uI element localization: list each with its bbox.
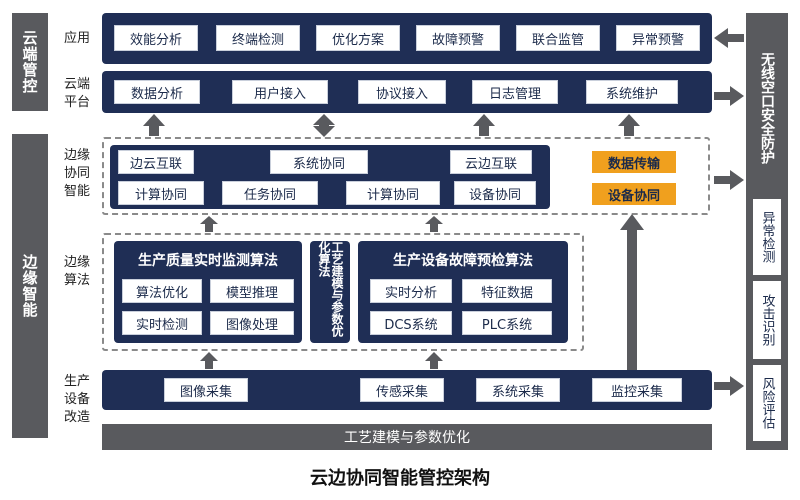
process-algo-panel: 工艺建模与参数优化算法 (310, 241, 350, 343)
arrow-up-long-icon (620, 214, 644, 370)
quality-item-realtime-detect[interactable]: 实时检测 (122, 311, 202, 335)
platform-item-log-management[interactable]: 日志管理 (472, 80, 558, 104)
quality-item-algo-opt[interactable]: 算法优化 (122, 279, 202, 303)
arrow-up-icon (425, 352, 443, 369)
arrow-up-icon (425, 216, 443, 232)
row-label-cloud-platform: 云端平台 (54, 76, 100, 112)
arrow-updown-icon (313, 114, 335, 137)
arrow-left-icon (714, 28, 744, 48)
arrow-up-icon (618, 114, 640, 136)
collab-item-task[interactable]: 任务协同 (222, 181, 318, 205)
arrow-right-icon (714, 376, 744, 396)
collab-item-cloud-edge[interactable]: 云边互联 (450, 150, 532, 174)
row-label-apps: 应用 (63, 31, 90, 46)
security-column: 无线空口安全防护 异常检测 攻击识别 风险评估 (746, 13, 788, 450)
diagram-caption: 云边协同智能管控架构 (310, 468, 490, 489)
row-label-edge-collab-text: 边缘协同智能 (63, 148, 90, 199)
fault-algo-panel: 生产设备故障预检算法 实时分析 特征数据 DCS系统 PLC系统 (358, 241, 568, 343)
app-item-anomaly-warning[interactable]: 异常预警 (616, 25, 700, 51)
collab-item-edge-cloud[interactable]: 边云互联 (118, 150, 194, 174)
collect-item-sensor[interactable]: 传感采集 (360, 378, 444, 402)
arrow-right-icon (714, 170, 744, 190)
app-item-joint-supervision[interactable]: 联合监管 (516, 25, 600, 51)
quality-item-model-infer[interactable]: 模型推理 (210, 279, 294, 303)
quality-algo-title: 生产质量实时监测算法 (138, 253, 278, 269)
collab-item-compute-2[interactable]: 计算协同 (346, 181, 440, 205)
row-label-edge-algo: 边缘算法 (54, 250, 100, 294)
platform-bar: 数据分析 用户接入 协议接入 日志管理 系统维护 (102, 71, 712, 113)
row-label-cloud-platform-text: 云端平台 (63, 77, 90, 110)
security-item-attack-identify[interactable]: 攻击识别 (753, 281, 781, 359)
fault-algo-title: 生产设备故障预检算法 (393, 253, 533, 269)
collect-bar: 图像采集 传感采集 系统采集 监控采集 (102, 370, 712, 410)
process-optimization-bar: 工艺建模与参数优化 (102, 424, 712, 450)
collect-item-system[interactable]: 系统采集 (476, 378, 560, 402)
collect-item-image[interactable]: 图像采集 (164, 378, 248, 402)
side-label-edge-intelligence: 边缘智能 (12, 134, 48, 438)
apps-bar: 效能分析 终端检测 优化方案 故障预警 联合监管 异常预警 (102, 13, 712, 64)
arrow-up-icon (200, 352, 218, 369)
platform-item-system-maintenance[interactable]: 系统维护 (586, 80, 678, 104)
collab-item-device[interactable]: 设备协同 (454, 181, 536, 205)
row-label-edge-collab: 边缘协同智能 (54, 142, 100, 206)
arrow-up-icon (200, 216, 218, 232)
collect-item-monitor[interactable]: 监控采集 (592, 378, 682, 402)
app-item-efficiency[interactable]: 效能分析 (114, 25, 198, 51)
row-label-production-text: 生产设备改造 (63, 374, 90, 425)
app-item-terminal-detect[interactable]: 终端检测 (216, 25, 300, 51)
collab-item-compute-1[interactable]: 计算协同 (118, 181, 204, 205)
fault-item-feature-data[interactable]: 特征数据 (462, 279, 552, 303)
edge-collab-bar: 边云互联 系统协同 云边互联 计算协同 任务协同 计算协同 设备协同 (110, 145, 550, 209)
collab-item-system[interactable]: 系统协同 (270, 150, 368, 174)
quality-item-image-process[interactable]: 图像处理 (210, 311, 294, 335)
row-label-edge-algo-text: 边缘算法 (63, 255, 90, 288)
arrow-up-icon (143, 114, 165, 136)
platform-item-user-access[interactable]: 用户接入 (232, 80, 328, 104)
security-item-risk-assess[interactable]: 风险评估 (753, 365, 781, 441)
edge-collab-region (102, 137, 710, 215)
app-item-fault-warning[interactable]: 故障预警 (416, 25, 500, 51)
security-title: 无线空口安全防护 (759, 52, 775, 164)
platform-item-data-analysis[interactable]: 数据分析 (114, 80, 200, 104)
orange-data-transfer[interactable]: 数据传输 (592, 151, 676, 173)
orange-device-collab[interactable]: 设备协同 (592, 183, 676, 205)
security-item-anomaly-detect[interactable]: 异常检测 (753, 199, 781, 275)
fault-item-realtime-analysis[interactable]: 实时分析 (370, 279, 452, 303)
app-item-optimization[interactable]: 优化方案 (316, 25, 400, 51)
fault-item-dcs[interactable]: DCS系统 (370, 311, 452, 335)
arrow-right-icon (714, 86, 744, 106)
edge-algo-region (102, 233, 584, 351)
side-label-cloud-control: 云端管控 (12, 13, 48, 111)
fault-item-plc[interactable]: PLC系统 (462, 311, 552, 335)
arrow-up-icon (473, 114, 495, 136)
quality-algo-panel: 生产质量实时监测算法 算法优化 模型推理 实时检测 图像处理 (114, 241, 302, 343)
row-label-production: 生产设备改造 (54, 368, 100, 432)
platform-item-protocol-access[interactable]: 协议接入 (358, 80, 446, 104)
